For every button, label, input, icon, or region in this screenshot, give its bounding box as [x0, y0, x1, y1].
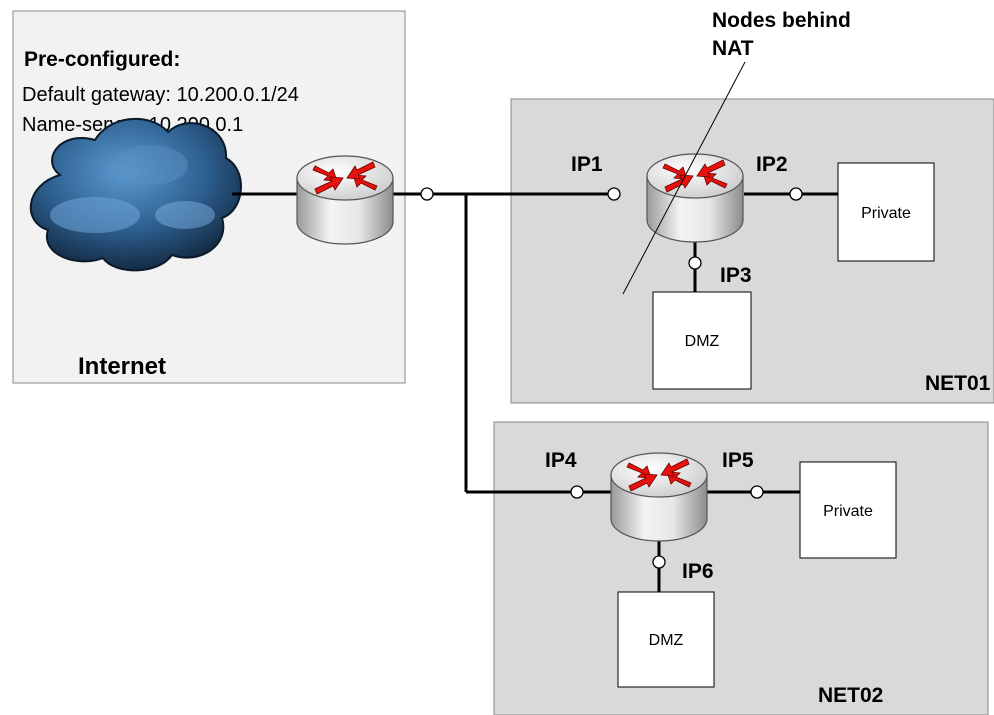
trunk-interface-point	[420, 187, 434, 201]
net02-dmz-label: DMZ	[649, 632, 684, 649]
ip3-label: IP3	[720, 264, 752, 287]
interface-points	[420, 187, 803, 569]
internet-router-icon	[296, 155, 394, 245]
net02-zone-label: NET02	[818, 684, 883, 707]
ip4-label: IP4	[545, 449, 577, 472]
internet-zone-label: Internet	[78, 353, 166, 380]
ip6-interface-point	[652, 555, 666, 569]
net02-dmz-box	[617, 591, 715, 688]
ip2-label: IP2	[756, 153, 788, 176]
ip5-interface-point	[750, 485, 764, 499]
ip3-interface-point	[688, 256, 702, 270]
nat-annotation-pointer	[622, 61, 746, 295]
nat-annotation-line2: NAT	[712, 37, 754, 60]
ip4-interface-point	[570, 485, 584, 499]
net01-private-label: Private	[861, 205, 911, 222]
default-gateway-text: Default gateway: 10.200.0.1/24	[22, 84, 299, 106]
preconfigured-heading: Pre-configured:	[24, 48, 180, 71]
ip5-label: IP5	[722, 449, 754, 472]
net02-private-box	[799, 461, 897, 559]
net02-zone-box	[493, 421, 989, 715]
net01-router-icon	[646, 153, 744, 243]
ip1-interface-point	[607, 187, 621, 201]
net02-router-icon	[610, 452, 708, 542]
cloud-icon	[29, 117, 242, 272]
ip6-label: IP6	[682, 560, 714, 583]
nat-annotation-line1: Nodes behind	[712, 9, 851, 32]
net01-dmz-box	[652, 291, 752, 390]
net01-dmz-label: DMZ	[685, 333, 720, 350]
net01-zone-label: NET01	[925, 372, 991, 395]
ip1-label: IP1	[571, 153, 603, 176]
ip2-interface-point	[789, 187, 803, 201]
net02-private-label: Private	[823, 503, 873, 520]
net01-private-box	[837, 162, 935, 262]
